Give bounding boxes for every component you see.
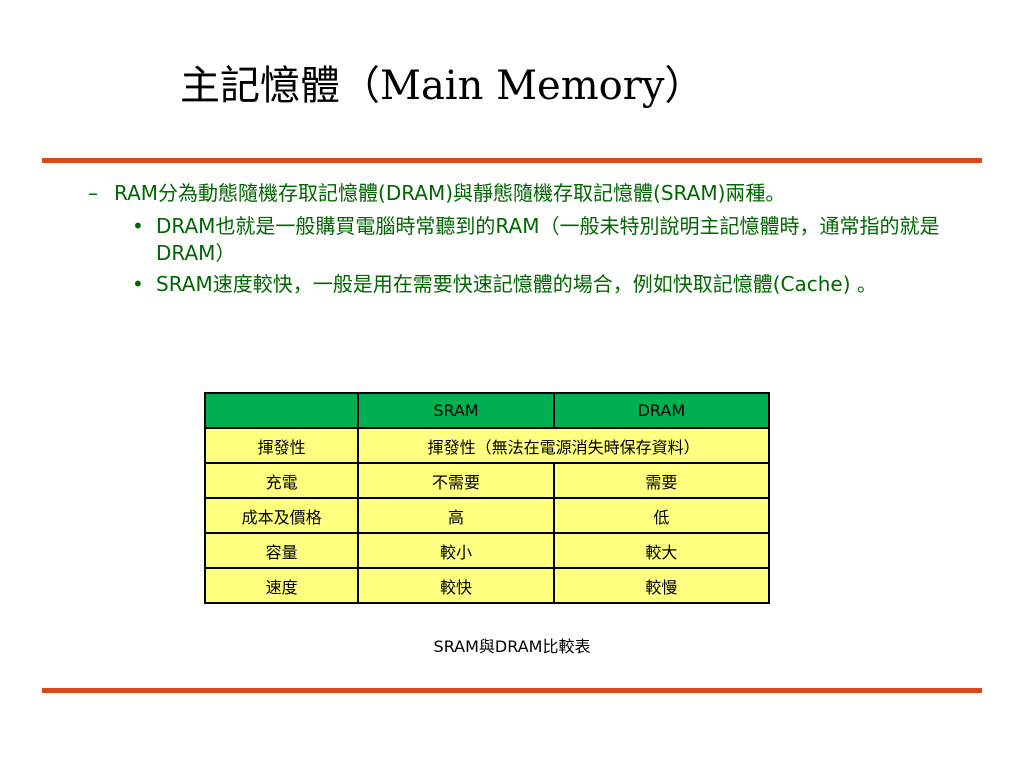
table-row: 成本及價格 高 低 [203,497,771,534]
dram-cell: 較大 [552,532,771,569]
row-label: 揮發性 [203,427,360,464]
bullet-text: RAM分為動態隨機存取記憶體(DRAM)與靜態隨機存取記憶體(SRAM)兩種。 [114,181,786,205]
table-header-row: SRAM DRAM [203,392,771,429]
dram-cell: 需要 [552,462,771,499]
row-label: 容量 [203,532,360,569]
row-label: 成本及價格 [203,497,360,534]
table-caption: SRAM與DRAM比較表 [433,637,591,656]
row-label: 充電 [203,462,360,499]
bullet-list: – RAM分為動態隨機存取記憶體(DRAM)與靜態隨機存取記憶體(SRAM)兩種… [84,180,984,302]
sub-bullet-item: • SRAM速度較快，一般是用在需要快速記憶體的場合，例如快取記憶體(Cache… [84,271,984,298]
dram-cell: 低 [552,497,771,534]
dash-marker: – [88,181,98,205]
bullet-dot-marker: • [132,214,144,238]
bullet-dot-marker: • [132,272,144,296]
header-cell-sram: SRAM [357,392,555,429]
sram-cell: 較快 [357,567,555,604]
comparison-table: SRAM DRAM 揮發性 揮發性（無法在電源消失時保存資料） 充電 不需要 需… [203,392,771,604]
table-row: 充電 不需要 需要 [203,462,771,499]
table-row: 揮發性 揮發性（無法在電源消失時保存資料） [203,427,770,464]
bottom-divider [42,688,982,693]
sub-bullet-item: • DRAM也就是一般購買電腦時常聽到的RAM（一般未特別說明主記憶體時，通常指… [84,213,984,267]
dram-cell: 較慢 [552,567,771,604]
sram-cell: 高 [357,497,555,534]
sram-cell: 較小 [357,532,555,569]
slide-title: 主記憶體（Main Memory） [180,63,705,109]
bullet-item: – RAM分為動態隨機存取記憶體(DRAM)與靜態隨機存取記憶體(SRAM)兩種… [84,180,984,207]
header-cell-dram: DRAM [552,392,771,429]
comparison-table-wrapper: SRAM DRAM 揮發性 揮發性（無法在電源消失時保存資料） 充電 不需要 需… [203,392,771,604]
header-cell-empty [203,392,360,429]
row-label: 速度 [203,567,360,604]
merged-cell: 揮發性（無法在電源消失時保存資料） [357,427,770,464]
table-row: 速度 較快 較慢 [203,567,771,604]
sub-bullet-text: DRAM也就是一般購買電腦時常聽到的RAM（一般未特別說明主記憶體時，通常指的就… [156,214,940,265]
table-row: 容量 較小 較大 [203,532,771,569]
top-divider [42,158,982,163]
sram-cell: 不需要 [357,462,555,499]
sub-bullet-text: SRAM速度較快，一般是用在需要快速記憶體的場合，例如快取記憶體(Cache) … [156,272,877,296]
